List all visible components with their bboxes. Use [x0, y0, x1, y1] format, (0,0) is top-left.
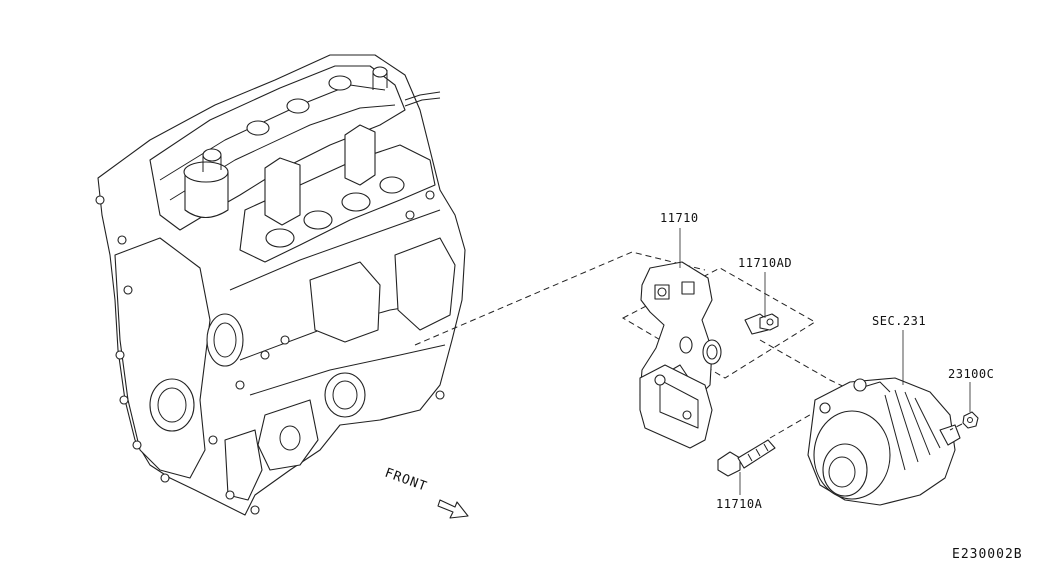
bracket-part-label: 11710: [660, 211, 699, 225]
oil-filler-cap: [183, 148, 229, 219]
nut-leader: [949, 423, 963, 431]
alternator-bracket: [639, 261, 722, 449]
bolt-to-alternator-leader: [769, 411, 816, 439]
engine-assembly: [95, 54, 466, 516]
front-direction-indicator: FRONT: [383, 466, 469, 519]
bracket-bolt-small: [744, 313, 779, 335]
alternator-nut-label: 23100C: [948, 367, 994, 381]
bracket-bolt-long-label: 11710A: [716, 497, 763, 511]
front-arrow-icon: [437, 499, 469, 519]
alternator-section-label: SEC.231: [872, 314, 926, 328]
front-label: FRONT: [383, 466, 430, 495]
alternator-nut: [962, 411, 979, 429]
bracket-to-alternator-leader: [759, 339, 856, 393]
diagram-code: E230002B: [952, 547, 1023, 562]
engine-bolts: [95, 190, 445, 515]
bracket-bolt-long: [717, 439, 776, 477]
alternator: [807, 377, 961, 506]
bracket-bolt-small-label: 11710AD: [738, 256, 792, 270]
